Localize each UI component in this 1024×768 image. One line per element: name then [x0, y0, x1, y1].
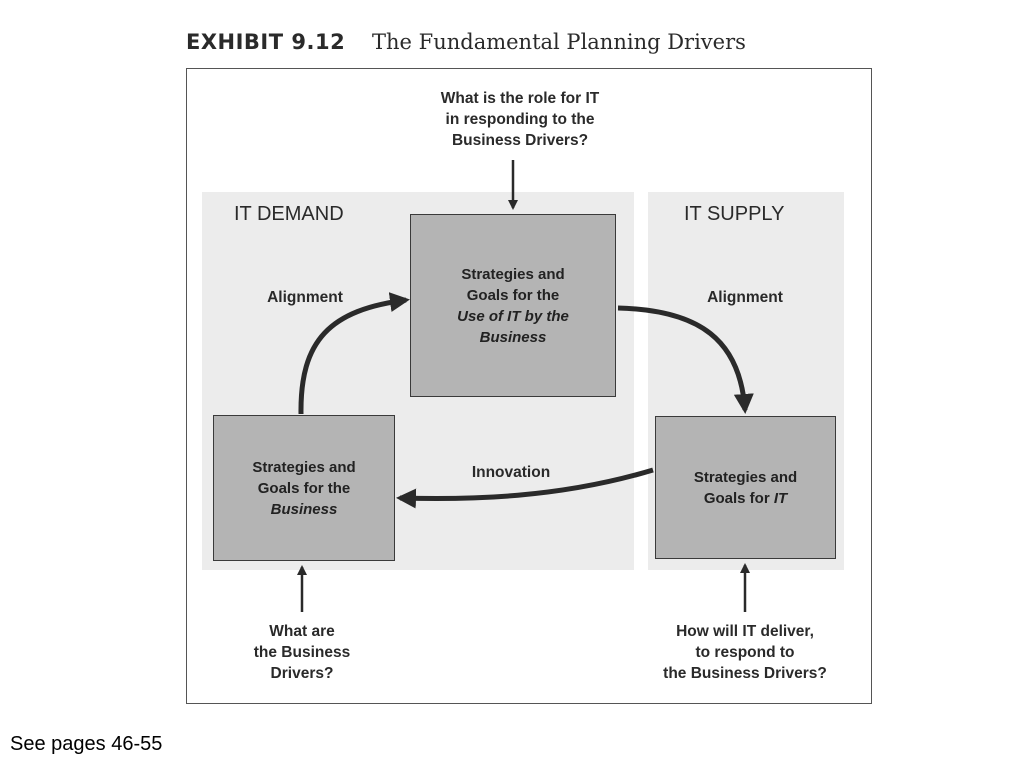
top-question: What is the role for IT in responding to… [380, 88, 660, 151]
innovation-label: Innovation [471, 464, 551, 481]
box-line-italic: Use of IT by the [457, 307, 569, 325]
bottom-right-question-line: the Business Drivers? [663, 665, 827, 682]
bottom-left-question-line: What are [269, 623, 335, 640]
it-box: Strategies and Goals for IT [655, 416, 836, 559]
alignment-right-arrow [617, 305, 754, 414]
bottom-right-question: How will IT deliver, to respond to the B… [626, 621, 864, 684]
top-question-line: Business Drivers? [451, 132, 589, 149]
alignment-right-label: Alignment [707, 289, 783, 306]
exhibit-title: The Fundamental Planning Drivers [372, 30, 746, 54]
bottom-left-question-line: Drivers? [270, 665, 334, 682]
use-of-it-box: Strategies and Goals for the Use of IT b… [410, 214, 616, 397]
business-box: Strategies and Goals for the Business [213, 415, 395, 561]
use-of-it-box-text: Strategies and Goals for the Use of IT b… [457, 264, 569, 348]
box-line-italic: IT [773, 489, 788, 507]
box-line: Goals for the [466, 286, 560, 304]
box-line: Strategies and [252, 458, 356, 476]
box-line-italic: Business [479, 328, 547, 346]
box-line: Strategies and [693, 468, 798, 486]
bottom-left-question-line: the Business [253, 644, 351, 661]
alignment-left-label: Alignment [267, 289, 343, 306]
it-demand-label: IT DEMAND [234, 203, 344, 225]
top-question-line: in responding to the [445, 111, 595, 128]
alignment-left-arrow [298, 292, 410, 415]
top-question-line: What is the role for IT [440, 90, 600, 107]
box-line: Strategies and [461, 265, 565, 283]
bottom-right-question-line: How will IT deliver, [676, 623, 814, 640]
bottom-right-question-line: to respond to [695, 644, 795, 661]
box-line-text: Goals for [703, 489, 774, 507]
bottom-left-question: What are the Business Drivers? [222, 621, 382, 684]
box-line-italic: Business [270, 500, 338, 518]
box-line: Goals for the [257, 479, 351, 497]
exhibit-number: EXHIBIT 9.12 [186, 30, 346, 54]
innovation-arrow [396, 467, 654, 509]
page-reference: See pages 46-55 [10, 733, 163, 755]
box-line: Goals for IT [694, 488, 797, 509]
it-supply-label: IT SUPPLY [684, 203, 785, 225]
business-box-text: Strategies and Goals for the Business [252, 457, 355, 520]
it-box-text: Strategies and Goals for IT [694, 467, 797, 509]
